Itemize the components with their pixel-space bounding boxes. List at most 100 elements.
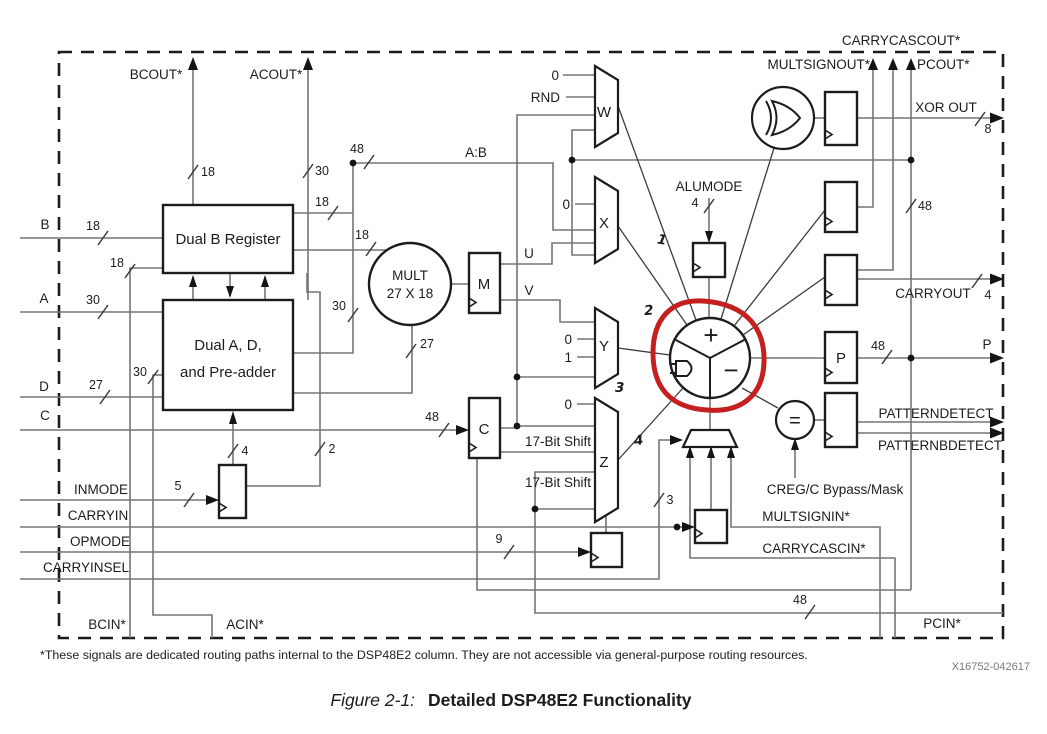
- label-alumode: ALUMODE: [676, 179, 743, 194]
- arrow-breg-up2: [261, 275, 269, 287]
- label-alu-minus: −: [723, 355, 738, 385]
- label-mux-x: X: [599, 215, 609, 232]
- bus-width-pcout: 48: [918, 199, 932, 213]
- arrow-patterndetect: [990, 416, 1004, 428]
- label-pcout: PCOUT*: [917, 57, 970, 72]
- bus-width-acout: 30: [315, 164, 329, 178]
- caption-figure-label: Figure 2-1:: [330, 690, 415, 710]
- wire-bcin: [129, 267, 163, 638]
- bus-width-labels: 18 18 30 30 27 48 18 18 30 27 18 30 48 5…: [86, 122, 991, 607]
- label-multsignin: MULTSIGNIN*: [762, 509, 850, 524]
- bus-width-ad-mult: 27: [420, 337, 434, 351]
- carryout-register: [823, 253, 859, 307]
- label-z-zero: 0: [564, 397, 572, 412]
- wire-xor-to-alu: [720, 147, 775, 320]
- bus-width-acin: 30: [133, 365, 147, 379]
- arrow-breg-down: [226, 286, 234, 298]
- arrow-inmode-in: [206, 495, 219, 505]
- label-c-register: C: [479, 421, 490, 438]
- arrow-acout: [303, 57, 313, 70]
- label-bcout: BCOUT*: [130, 67, 183, 82]
- label-xor-out: XOR OUT: [915, 100, 977, 115]
- mux-x: [593, 175, 620, 265]
- arrow-creg-bypass: [791, 438, 799, 450]
- label-v: V: [524, 283, 533, 298]
- multsignout-register: [823, 180, 859, 234]
- annotation-digit-3: 3: [615, 380, 624, 396]
- arrow-c-in: [456, 425, 469, 435]
- bus-width-a-col: 30: [332, 299, 346, 313]
- label-rnd: RND: [531, 90, 560, 105]
- label-inmode: INMODE: [74, 482, 128, 497]
- xor-gate-body: [770, 99, 802, 137]
- bus-width-carryinsel: 3: [667, 493, 674, 507]
- label-patterndetect: PATTERNDETECT: [878, 406, 993, 421]
- arrow-inmode-adreg: [229, 411, 237, 424]
- wire-u-to-x: [500, 242, 595, 265]
- alumode-register: [691, 241, 727, 279]
- arrow-mux-in1: [686, 446, 694, 458]
- arrow-carryin-in: [682, 522, 695, 532]
- bus-width-b-ab: 18: [315, 195, 329, 209]
- arrow-mux-in3: [727, 446, 735, 458]
- wire-pcin: [534, 471, 1003, 614]
- bus-width-alumode: 4: [692, 196, 699, 210]
- bus-width-b-mult: 18: [355, 228, 369, 242]
- label-b-input: B: [40, 217, 49, 232]
- label-opmode: OPMODE: [70, 534, 130, 549]
- arrow-carryout: [990, 273, 1004, 285]
- wire-p-to-w-x: [571, 129, 595, 256]
- wire-p-shift17: [476, 451, 911, 591]
- arrow-bcout: [188, 57, 198, 70]
- label-u: U: [524, 246, 534, 261]
- label-x-zero: 0: [562, 197, 570, 212]
- figure-text: *These signals are dedicated routing pat…: [40, 648, 1030, 710]
- bus-width-opmode: 9: [496, 532, 503, 546]
- annotation-digit-2: 2: [644, 303, 654, 320]
- wire-carrycascin: [689, 448, 896, 638]
- bus-width-pcin: 48: [793, 593, 807, 607]
- wire-v-to-y: [500, 299, 595, 323]
- wire-inmode-breg: [246, 273, 321, 487]
- label-m-register: M: [478, 276, 491, 293]
- wire-multsignin: [730, 448, 881, 638]
- dsp-slice-border: [57, 50, 1005, 640]
- wire-carrycascout: [857, 69, 894, 271]
- bus-width-xor-out: 8: [985, 122, 992, 136]
- xor-block: [750, 85, 816, 151]
- bus-width-inmode-b: 2: [329, 442, 336, 456]
- mux-y: [593, 306, 620, 390]
- arrow-carrycascout: [888, 58, 898, 70]
- label-acin: ACIN*: [226, 617, 264, 632]
- label-c-input: C: [40, 408, 50, 423]
- bus-width-ab: 48: [350, 142, 364, 156]
- c-register: [467, 396, 502, 460]
- annotation-circle-alu: [650, 298, 767, 413]
- label-y-zero: 0: [564, 332, 572, 347]
- label-y-one: 1: [564, 350, 572, 365]
- label-carrycascin: CARRYCASCIN*: [762, 541, 866, 556]
- wire-wmux-to-alu: [617, 105, 697, 321]
- label-p-output: P: [982, 337, 991, 352]
- opmode-register: [589, 531, 624, 569]
- label-multsignout: MULTSIGNOUT*: [767, 57, 870, 72]
- bus-width-d-in: 27: [89, 378, 103, 392]
- label-alu-plus: +: [703, 320, 718, 350]
- wire-a-col-ab-to-x: [293, 162, 595, 354]
- alu-block: [668, 316, 752, 400]
- carryin-register: [693, 508, 729, 545]
- label-dual-ad-line2: and Pre-adder: [180, 364, 276, 381]
- label-17bit-shift-2: 17-Bit Shift: [525, 475, 591, 490]
- label-17bit-shift-1: 17-Bit Shift: [525, 434, 591, 449]
- routing-wires: [20, 69, 1003, 638]
- m-register: [467, 251, 502, 315]
- red-annotations: 1 2 3 4: [615, 231, 767, 449]
- arrow-xorout: [990, 112, 1004, 124]
- wire-ymux-to-alu: [617, 347, 671, 356]
- mux-w: [593, 64, 620, 149]
- label-dual-b-register: Dual B Register: [175, 231, 280, 248]
- arrow-carryinsel-in: [670, 435, 683, 445]
- label-d-input: D: [39, 379, 49, 394]
- arrow-patternbdetect: [990, 427, 1004, 439]
